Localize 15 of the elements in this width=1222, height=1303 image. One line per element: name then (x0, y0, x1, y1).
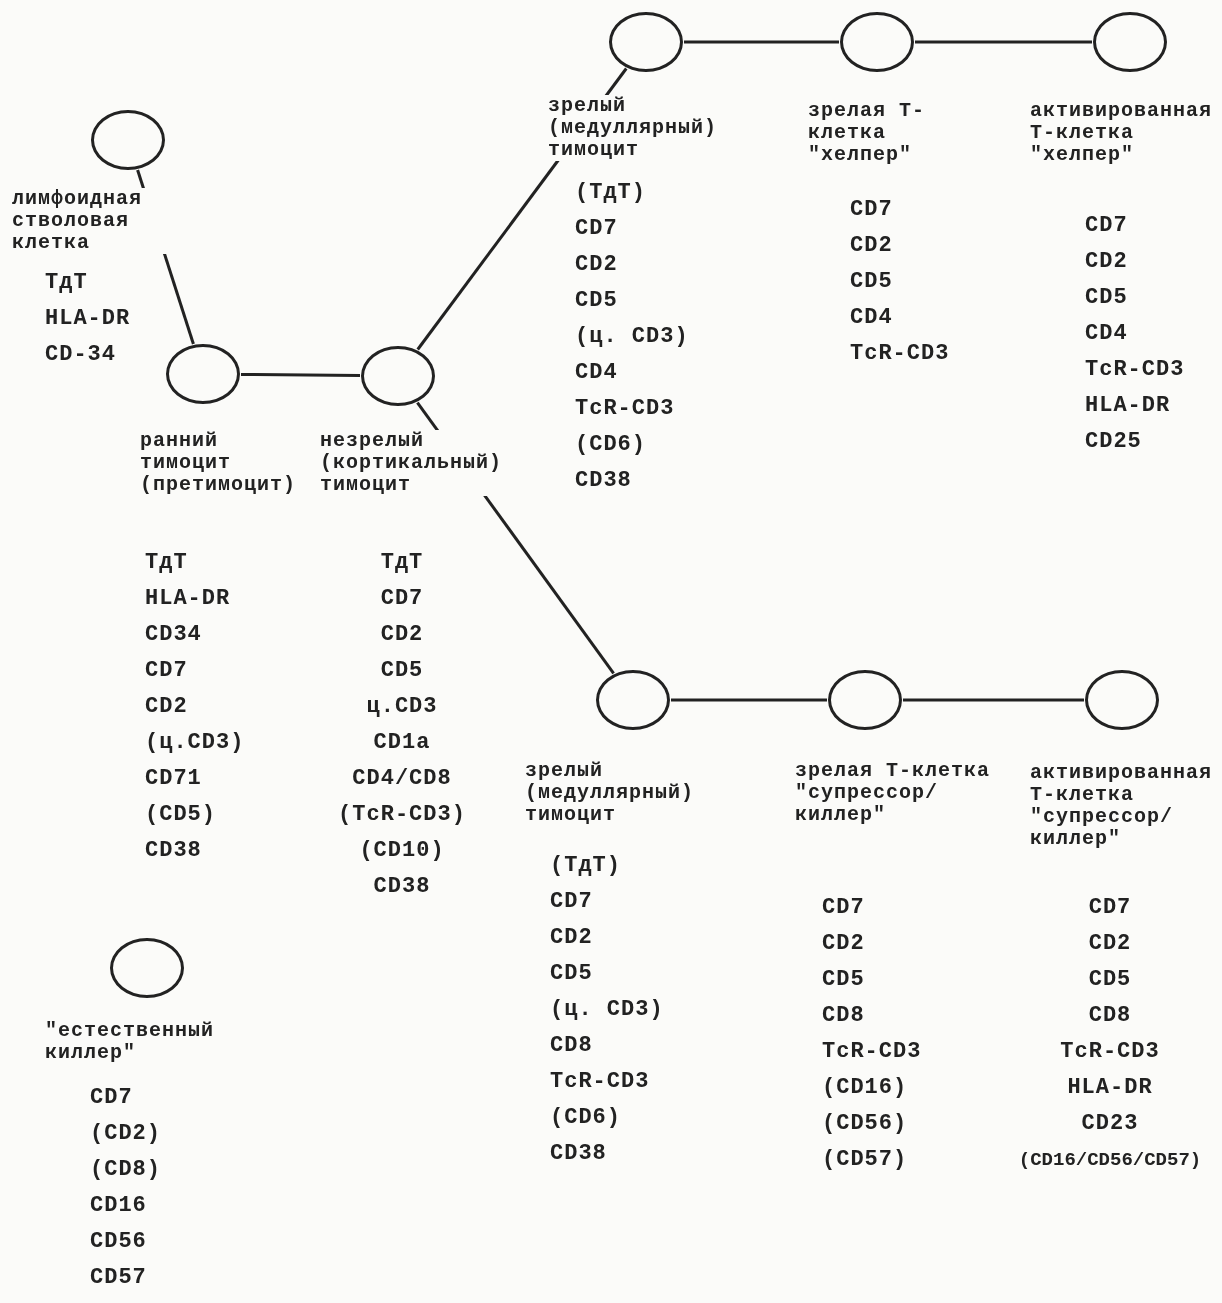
connector-line (684, 40, 839, 44)
connector-line (903, 698, 1084, 702)
connector-line (241, 372, 360, 378)
connector-line (915, 40, 1092, 44)
marker-list: (ТдТ) CD7 CD2 CD5 (ц. CD3) CD4 TcR-CD3 (CD6) CD38 (575, 175, 725, 499)
marker-list: (ТдТ) CD7 CD2 CD5 (ц. CD3) CD8 TcR-CD3 (CD6) CD38 (550, 848, 700, 1172)
marker-list: ТдТ HLA-DR CD34 CD7 CD2 (ц.CD3) CD71 (CD5) CD38 (145, 545, 295, 869)
marker-list: ТдТ HLA-DR CD-34 (45, 265, 185, 373)
marker-list: CD7 CD2 CD5 CD8 TcR-CD3 (CD16) (CD56) (CD57) (822, 890, 972, 1178)
marker-list: CD7 CD2 CD5 CD8 TcR-CD3 HLA-DR CD23 (CD16/CD56/CD57) (1004, 890, 1216, 1178)
marker-list: ТдТ CD7 CD2 CD5 ц.CD3 CD1a CD4/CD8 (TcR-CD3) (CD10) CD38 (322, 545, 482, 905)
marker-list: CD7 CD2 CD5 CD4 TcR-CD3 HLA-DR CD25 (1085, 208, 1220, 460)
marker-list: CD7 CD2 CD5 CD4 TcR-CD3 (850, 192, 1000, 372)
marker-list: CD7 (CD2) (CD8) CD16 CD56 CD57 (90, 1080, 220, 1296)
connector-line (671, 698, 827, 702)
